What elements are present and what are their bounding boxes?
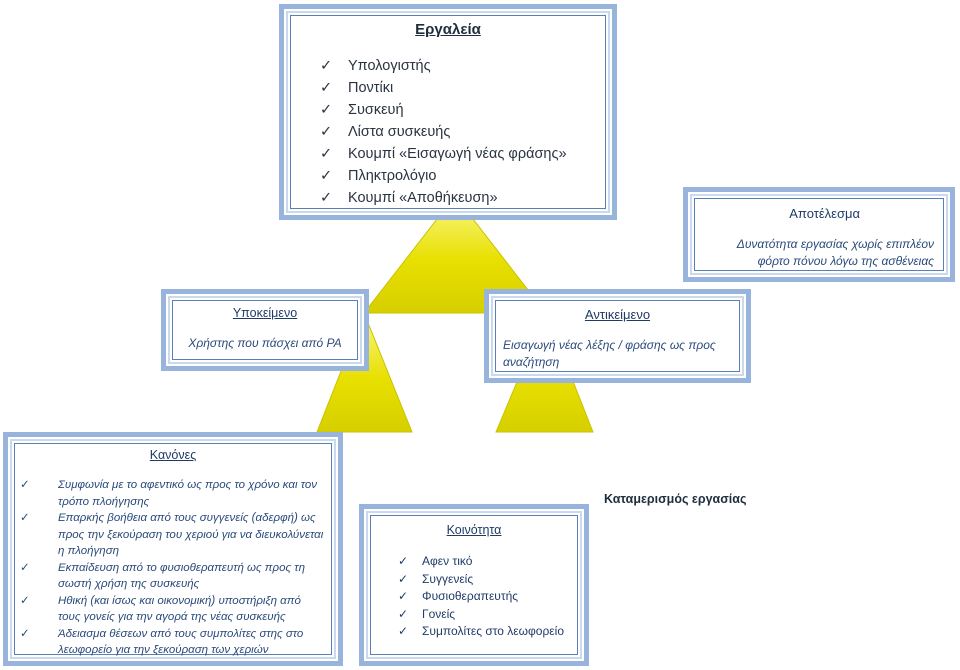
list-item: ✓ Φυσιοθεραπευτής (398, 588, 574, 606)
outcome-text: Δυνατότητα εργασίας χωρίς επιπλέον φόρτο… (736, 237, 934, 268)
list-item-text: Συμπολίτες στο λεωφορείο (422, 624, 564, 638)
list-item-text: Επαρκής βοήθεια από τους συγγενείς (αδερ… (58, 512, 324, 557)
list-item-text: Γονείς (422, 606, 456, 621)
list-item-text: Κουμπί «Εισαγωγή νέας φράσης» (348, 146, 567, 162)
check-icon: ✓ (398, 554, 409, 568)
community-box: Κοινότητα ✓ Αφεν τικό ✓ Συγγενείς ✓ Φυσιοθερα… (359, 504, 589, 666)
check-icon: ✓ (320, 102, 333, 118)
list-item-text: Συσκευή (348, 102, 404, 118)
check-icon: ✓ (320, 146, 333, 162)
bottom-left-triangle (316, 311, 413, 433)
list-item: ✓ Συμπολίτες στο λεωφορείο (398, 623, 574, 641)
subject-box: Υποκείμενο Χρήστης που πάσχει από ΡΑ (161, 289, 369, 371)
check-icon: ✓ (320, 80, 333, 96)
list-item-text: Λίστα συσκευής (348, 124, 451, 140)
rules-title: Κανόνες (149, 448, 197, 462)
check-icon: ✓ (320, 58, 333, 74)
check-icon: ✓ (320, 168, 333, 184)
top-triangle (362, 195, 548, 314)
list-item: ✓ Επαρκής βοήθεια από τους συγγενείς (αδε… (20, 510, 324, 560)
rules-list: ✓ Συμφωνία με το αφεντικό ως προς το χρόν… (20, 477, 324, 659)
outcome-title: Αποτέλεσμα (789, 206, 860, 221)
list-item: ✓ Συσκευή (320, 99, 567, 121)
list-item: ✓ Αφεν τικό (398, 553, 574, 571)
check-icon: ✓ (20, 594, 30, 607)
community-list: ✓ Αφεν τικό ✓ Συγγενείς ✓ Φυσιοθεραπευτής ✓ Γον… (398, 553, 574, 641)
list-item: ✓ Άδειασμα θέσεων από τους συμπολίτες στη… (20, 626, 324, 659)
list-item-text: Υπολογιστής (348, 58, 431, 74)
division-title: Καταμερισμός εργασίας (604, 492, 747, 506)
tools-box: Εργαλεία ✓ Υπολογιστής ✓ Ποντίκι ✓ Συσκευή ✓ Λί… (279, 4, 617, 220)
tools-title: Εργαλεία (415, 21, 481, 38)
subject-text: Χρήστης που πάσχει από ΡΑ (188, 336, 342, 350)
list-item: ✓ Συμφωνία με το αφεντικό ως προς το χρόν… (20, 477, 324, 510)
outcome-box: Αποτέλεσμα Δυνατότητα εργασίας χωρίς επι… (683, 187, 955, 282)
list-item: ✓ Κουμπί «Εισαγωγή νέας φράσης» (320, 143, 567, 165)
list-item-text: Συγγενείς (422, 571, 474, 586)
list-item-text: Ηθική (και ίσως και οικονομική) υποστήρι… (58, 594, 301, 624)
list-item: ✓ Ποντίκι (320, 77, 567, 99)
object-text: Εισαγωγή νέας λέξης / φράσης ως προς ανα… (503, 338, 716, 369)
object-box: Αντικείμενο Εισαγωγή νέας λέξης / φράσης… (484, 289, 751, 383)
check-icon: ✓ (398, 606, 409, 621)
list-item-text: Συμφωνία με το αφεντικό ως προς το χρόνο… (58, 479, 317, 508)
check-icon: ✓ (20, 512, 30, 524)
check-icon: ✓ (320, 190, 333, 206)
object-title: Αντικείμενο (584, 307, 651, 322)
list-item-text: Αφεν τικό (422, 554, 473, 568)
list-item: ✓ Γονείς (398, 606, 574, 624)
check-icon: ✓ (398, 571, 409, 586)
check-icon: ✓ (398, 589, 409, 603)
list-item-text: Πληκτρολόγιο (348, 168, 437, 184)
list-item: ✓ Υπολογιστής (320, 55, 567, 77)
check-icon: ✓ (20, 561, 30, 574)
rules-box: Κανόνες ✓ Συμφωνία με το αφεντικό ως προς… (3, 432, 343, 666)
check-icon: ✓ (20, 479, 30, 491)
list-item-text: Εκπαίδευση από το φυσιοθεραπευτή ως προς… (58, 561, 305, 591)
check-icon: ✓ (398, 624, 409, 638)
list-item: ✓ Συγγενείς (398, 571, 574, 589)
list-item: ✓ Κουμπί «Αποθήκευση» (320, 187, 567, 209)
tools-list: ✓ Υπολογιστής ✓ Ποντίκι ✓ Συσκευή ✓ Λίστα συσκε… (320, 55, 567, 209)
check-icon: ✓ (20, 627, 30, 640)
list-item: ✓ Λίστα συσκευής (320, 121, 567, 143)
list-item-text: Άδειασμα θέσεων από τους συμπολίτες στης… (58, 627, 304, 657)
community-title: Κοινότητα (446, 523, 502, 537)
list-item-text: Κουμπί «Αποθήκευση» (348, 190, 498, 206)
list-item: ✓ Πληκτρολόγιο (320, 165, 567, 187)
subject-title: Υποκείμενο (232, 306, 298, 320)
list-item: ✓ Εκπαίδευση από το φυσιοθεραπευτή ως προ… (20, 560, 324, 593)
list-item: ✓ Ηθική (και ίσως και οικονομική) υποστήρ… (20, 593, 324, 626)
check-icon: ✓ (320, 124, 333, 140)
list-item-text: Ποντίκι (348, 80, 394, 96)
list-item-text: Φυσιοθεραπευτής (422, 589, 519, 603)
